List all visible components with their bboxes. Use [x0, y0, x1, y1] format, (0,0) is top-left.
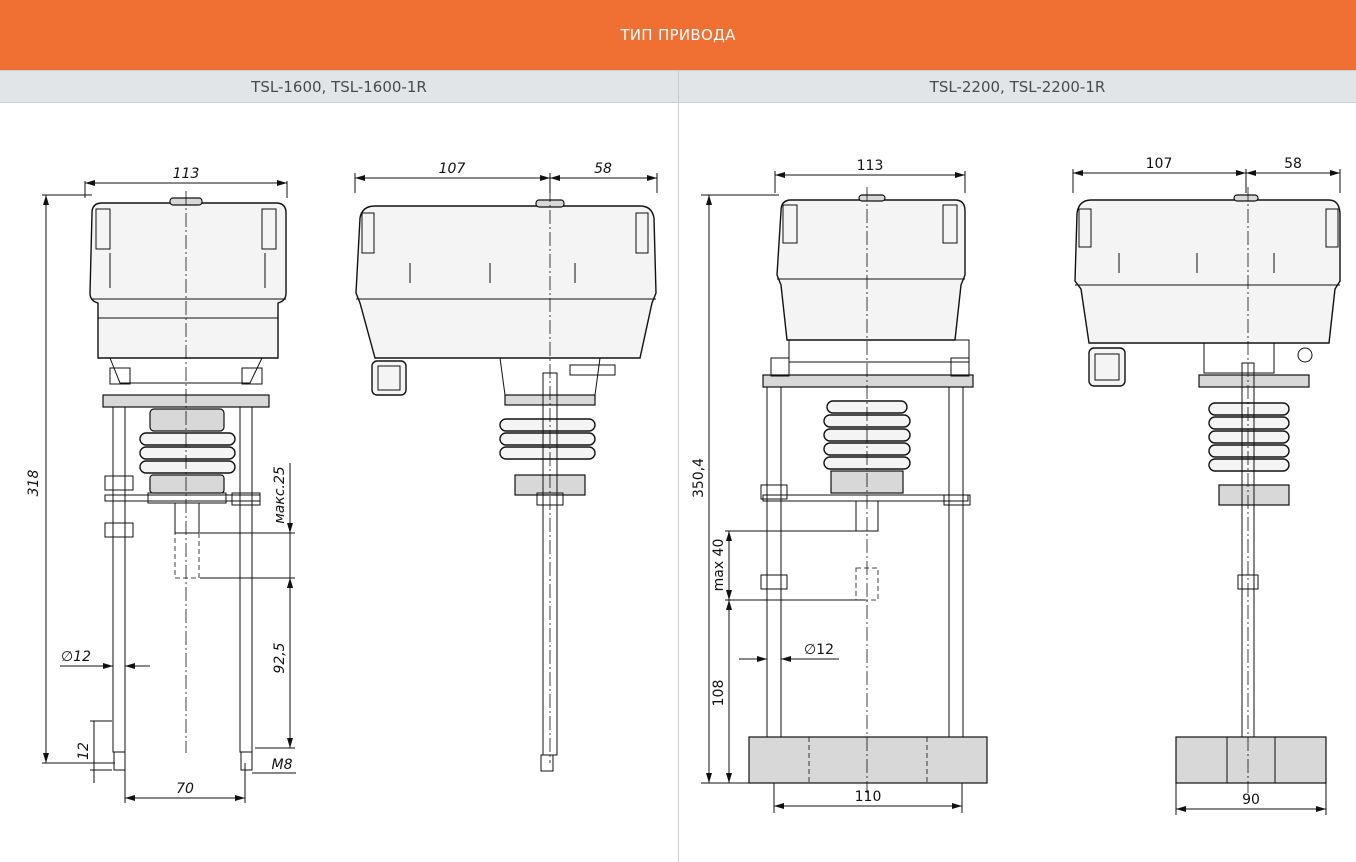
dim-stroke-r: max 40	[711, 539, 727, 592]
dim-base-front: 110	[855, 789, 882, 805]
side-view-right: 107 58	[1072, 156, 1341, 815]
drawing-panel-left: 113	[0, 103, 679, 862]
dim-side-width-b: 58	[594, 161, 612, 177]
dim-thread: M8	[272, 757, 293, 773]
front-view-left: 113	[26, 166, 296, 803]
dim-width-front-r: 113	[857, 158, 884, 174]
section-header: ТИП ПРИВОДА	[0, 0, 1356, 70]
actuator-drawing-tsl1600: 113	[26, 161, 658, 803]
dim-side-width-a-r: 107	[1146, 156, 1173, 172]
dim-width-front: 113	[173, 166, 200, 182]
model-header-left: TSL-1600, TSL-1600-1R	[0, 70, 679, 103]
model-label-left: TSL-1600, TSL-1600-1R	[251, 77, 427, 96]
model-label-right: TSL-2200, TSL-2200-1R	[929, 77, 1106, 96]
dim-height-total: 318	[26, 470, 42, 497]
drawing-panel-right: 113	[679, 103, 1356, 862]
side-view-left: 107 58	[354, 161, 658, 772]
dim-side-width-a: 107	[439, 161, 466, 177]
model-header-right: TSL-2200, TSL-2200-1R	[679, 70, 1356, 103]
dim-base-side: 90	[1242, 792, 1260, 808]
actuator-drawing-tsl2200: 113	[691, 156, 1341, 815]
dim-rod-end: 12	[76, 742, 92, 760]
front-view-right: 113	[691, 158, 988, 813]
dim-rod-spacing: 70	[176, 781, 194, 797]
dim-height-total-r: 350,4	[691, 458, 707, 498]
dim-side-width-b-r: 58	[1284, 156, 1302, 172]
dim-rod-length-r: 108	[711, 680, 727, 707]
dim-rod-diameter: ∅12	[61, 649, 91, 665]
dim-rod-diameter-r: ∅12	[804, 642, 834, 658]
dim-stroke: макс.25	[272, 466, 288, 524]
header-title: ТИП ПРИВОДА	[620, 26, 736, 44]
dim-rod-length: 92,5	[272, 642, 288, 673]
